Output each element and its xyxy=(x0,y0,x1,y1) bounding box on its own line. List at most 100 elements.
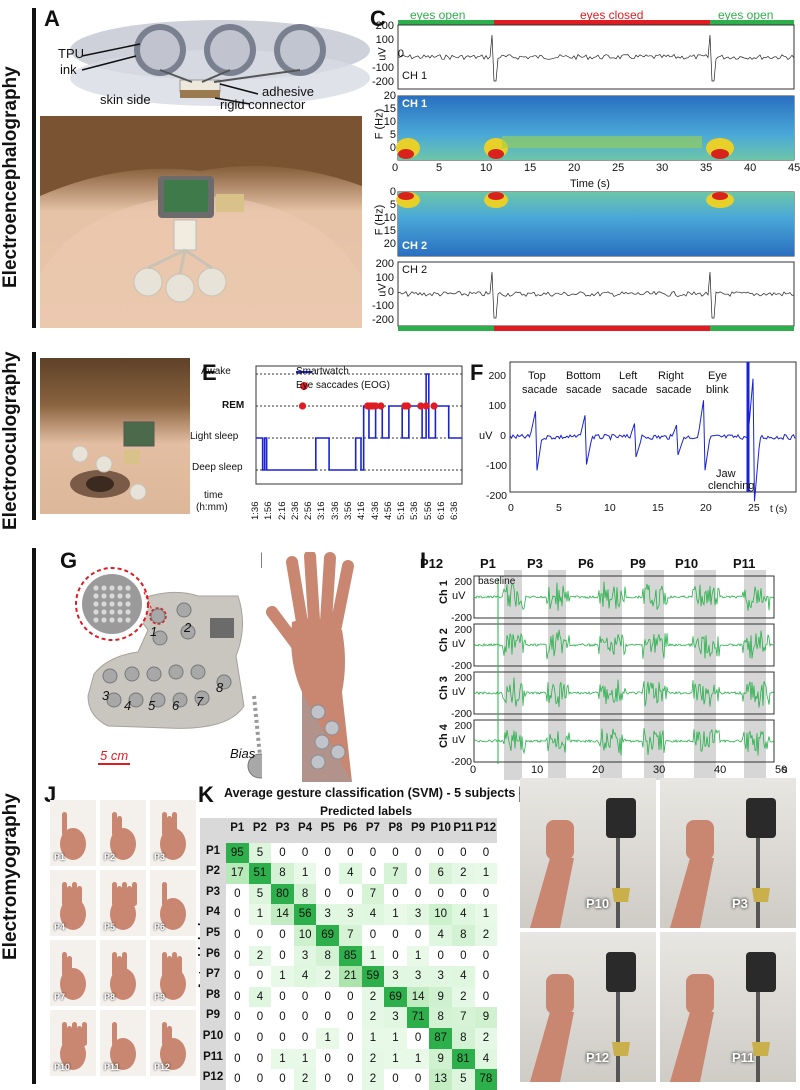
matrix-cell: 7 xyxy=(452,1007,475,1028)
gesture-photo xyxy=(150,1010,196,1076)
g-num-2: 2 xyxy=(184,620,192,635)
e-xtick: 6:16 xyxy=(436,501,448,521)
robot-hand-photo xyxy=(660,778,796,928)
f-x-tick: 5 xyxy=(556,502,562,514)
matrix-row-label: P1 xyxy=(205,844,221,857)
eog-section-bar xyxy=(32,352,36,520)
f-label-jaw-2: clenching xyxy=(708,480,755,492)
matrix-cell: 21 xyxy=(339,966,362,987)
matrix-cell: 17 xyxy=(226,863,249,884)
matrix-cell: 0 xyxy=(271,1007,294,1028)
c-f2-tick: 5 xyxy=(389,199,396,211)
matrix-cell: 4 xyxy=(474,1048,498,1070)
panel-h-arm-photo xyxy=(262,552,412,782)
panel-a-ink-label: ink xyxy=(60,62,77,77)
i-x-tick: 20 xyxy=(592,764,605,776)
eog-saccade-point xyxy=(372,402,380,410)
matrix-cell: 0 xyxy=(361,863,385,884)
e-xtick: 1:36 xyxy=(250,501,261,521)
gesture-photo xyxy=(50,940,96,1006)
matrix-cell: 51 xyxy=(248,863,272,884)
matrix-cell: 8 xyxy=(429,1007,452,1028)
matrix-cell: 4 xyxy=(361,904,385,925)
i-y-tick: 200 xyxy=(454,672,472,684)
matrix-cell: 1 xyxy=(361,945,385,967)
matrix-cell: 4 xyxy=(248,986,272,1008)
matrix-cell: 0 xyxy=(226,904,249,925)
matrix-cell: 0 xyxy=(226,925,249,946)
matrix-cell: 0 xyxy=(474,883,498,905)
matrix-cell: 2 xyxy=(452,863,475,884)
eog-section-label: Electrooculography xyxy=(0,351,21,530)
matrix-cell: 0 xyxy=(271,1069,294,1090)
matrix-cell: 0 xyxy=(406,883,430,905)
e-xtick: 2:36 xyxy=(289,501,301,521)
matrix-cell: 4 xyxy=(429,925,452,946)
spectrogram-ch1 xyxy=(396,96,794,160)
panel-letter-k: K xyxy=(198,782,214,807)
panel-c-eeg xyxy=(396,20,795,331)
f-x-tick: 15 xyxy=(652,502,664,514)
g-num-6: 6 xyxy=(172,698,180,713)
k-predicted-label: Predicted labels xyxy=(320,804,413,818)
f-label-bottom-2: sacade xyxy=(566,384,602,396)
c-uv2-tick: 100 xyxy=(375,272,394,284)
matrix-cell: 0 xyxy=(248,966,272,987)
ch2-trace-label: CH 2 xyxy=(402,264,428,276)
matrix-cell: 9 xyxy=(429,986,452,1008)
f-label-right-2: sacade xyxy=(656,384,692,396)
f-label-blink-1: Eye xyxy=(708,370,727,382)
g-num-7: 7 xyxy=(196,694,204,709)
matrix-cell: 3 xyxy=(384,966,407,987)
matrix-cell: 0 xyxy=(339,1069,362,1090)
matrix-cell: 3 xyxy=(406,966,430,987)
gesture-photo xyxy=(100,940,146,1006)
matrix-cell: 0 xyxy=(474,966,498,987)
matrix-col-label: P10 xyxy=(430,822,451,834)
panel-letter-a: A xyxy=(44,6,60,31)
e-xtick: 5:56 xyxy=(422,501,434,521)
f-x-tick: 25 xyxy=(748,502,760,514)
eog-saccade-point xyxy=(403,402,412,410)
gesture-photo-label: P1 xyxy=(54,852,66,862)
matrix-cell: 7 xyxy=(384,863,407,884)
matrix-cell: 1 xyxy=(271,1048,294,1070)
c-x-tick: 5 xyxy=(436,162,443,174)
matrix-cell: 3 xyxy=(384,1007,407,1028)
matrix-row-label: P2 xyxy=(205,865,221,878)
matrix-col-label: P6 xyxy=(343,822,358,834)
emg-section-bar xyxy=(32,548,36,1084)
state-eyes-open-2: eyes open xyxy=(718,8,774,22)
matrix-cell: 0 xyxy=(293,1007,317,1028)
matrix-cell: 10 xyxy=(293,925,317,946)
matrix-cell: 2 xyxy=(361,1048,385,1070)
emg-section-label: Electromyography xyxy=(0,793,21,960)
matrix-cell: 59 xyxy=(361,966,385,987)
matrix-cell: 7 xyxy=(361,883,385,905)
matrix-cell: 2 xyxy=(361,1069,385,1090)
robot-photo-label: P12 xyxy=(586,1050,610,1065)
e-xtick: 1:56 xyxy=(263,501,275,521)
matrix-cell: 8 xyxy=(316,945,339,967)
matrix-cell: 0 xyxy=(226,1069,249,1090)
matrix-cell: 8 xyxy=(452,1028,475,1049)
i-uv-label: uV xyxy=(452,638,466,650)
gesture-photo xyxy=(50,870,96,936)
i-y-tick: 200 xyxy=(454,576,472,588)
gesture-photo-label: P11 xyxy=(104,1062,120,1072)
i-y-tick: -200 xyxy=(450,756,472,768)
matrix-col-label: P5 xyxy=(320,822,335,834)
emg-trace-ch3 xyxy=(473,677,775,708)
matrix-cell: 2 xyxy=(474,925,498,946)
k-title: Average gesture classification (SVM) - 5… xyxy=(224,786,539,800)
gesture-photo-label: P6 xyxy=(154,922,166,932)
matrix-cell: 2 xyxy=(248,945,272,967)
matrix-row-label: P4 xyxy=(205,906,221,919)
i-gesture-label: P3 xyxy=(527,556,543,571)
gesture-photo xyxy=(50,1010,96,1076)
matrix-cell: 10 xyxy=(429,904,452,925)
matrix-cell: 95 xyxy=(226,842,249,864)
matrix-cell: 5 xyxy=(452,1069,475,1090)
matrix-row-label: P3 xyxy=(205,885,221,898)
eeg-section-bar xyxy=(32,8,36,328)
